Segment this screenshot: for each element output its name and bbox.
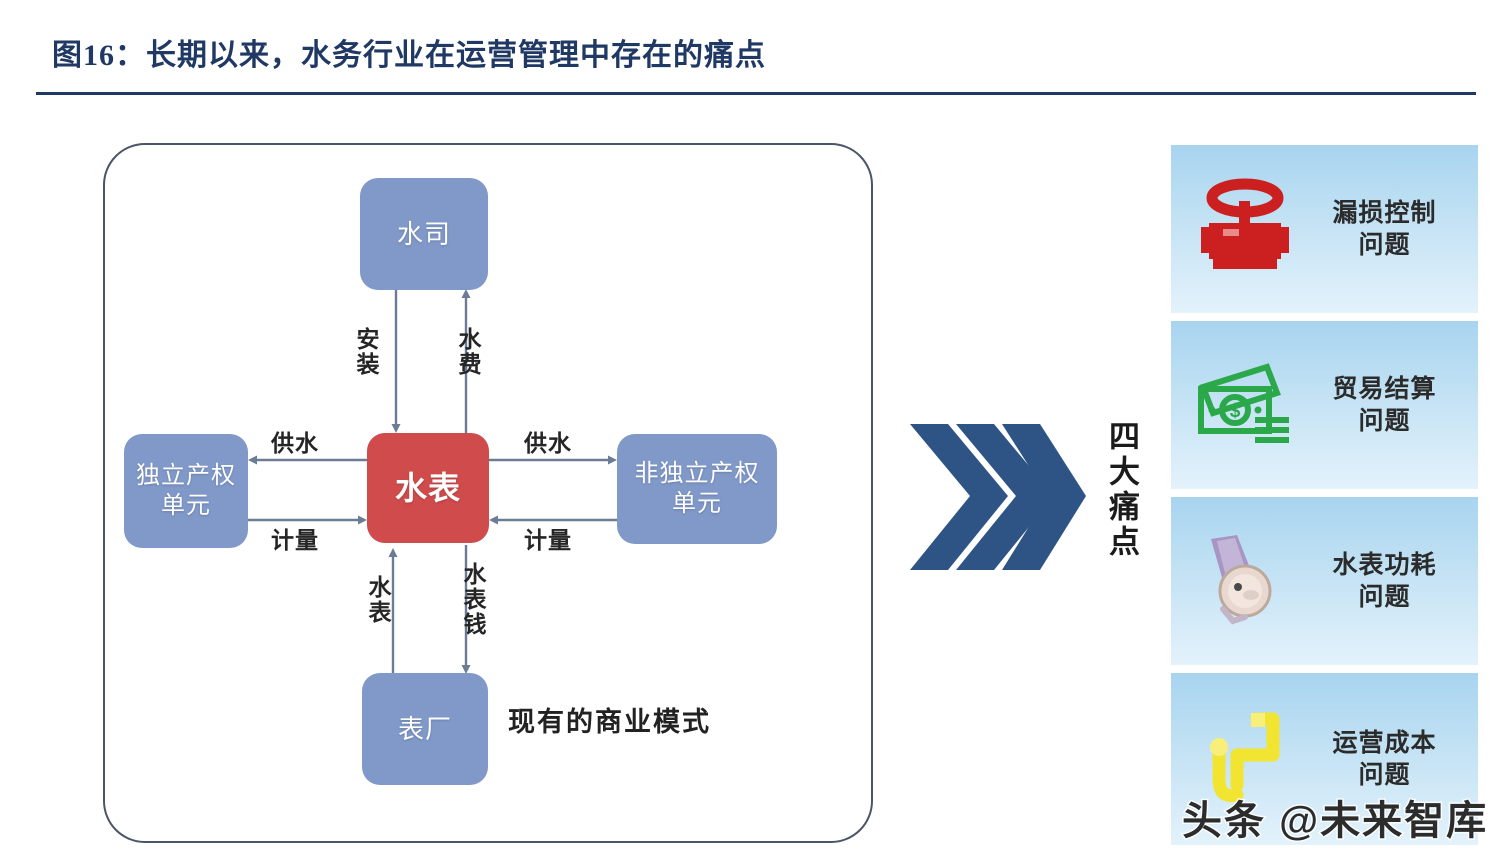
diagram-node-meter-factory[interactable]: 表厂 (362, 673, 488, 785)
pain-point-label: 运营成本 问题 (1301, 727, 1478, 792)
edge-label-meter-money: 水表钱 (460, 562, 486, 637)
edge-label-supply-right: 供水 (524, 430, 572, 456)
diagram-node-water-company[interactable]: 水司 (360, 178, 488, 290)
four-pain-points-label: 四大痛点 (1104, 420, 1139, 560)
pain-point-card-settlement[interactable]: $ 贸易结算 问题 (1171, 321, 1478, 489)
figure-header: 图16：长期以来，水务行业在运营管理中存在的痛点 (0, 0, 1512, 96)
card-title-line1: 漏损控制 (1332, 198, 1437, 227)
svg-text:$: $ (1230, 401, 1241, 422)
node-label-line2: 单元 (161, 492, 211, 519)
edge-label-supply-left: 供水 (271, 430, 319, 456)
red-valve-icon (1189, 173, 1301, 285)
node-label-line1: 独立产权 (136, 462, 236, 489)
diagram-node-water-meter[interactable]: 水表 (367, 433, 489, 543)
pain-point-label: 贸易结算 问题 (1301, 373, 1478, 438)
pain-point-cards: 漏损控制 问题 $ 贸易结算 问题 (1171, 145, 1478, 845)
chevron-2-icon (956, 424, 1054, 570)
card-title-line1: 运营成本 (1332, 728, 1437, 757)
edge-label-meter-up: 水表 (365, 575, 391, 625)
title-divider (36, 92, 1476, 95)
card-title-line2: 问题 (1358, 231, 1411, 259)
yellow-pipe-icon (1189, 703, 1301, 815)
edge-label-install: 安装 (353, 327, 379, 377)
chevron-arrows-group (908, 418, 1088, 578)
card-title-line2: 问题 (1358, 583, 1411, 611)
pain-point-label: 漏损控制 问题 (1301, 197, 1478, 262)
green-banknote-icon: $ (1189, 349, 1301, 461)
edge-label-metering-right: 计量 (524, 527, 572, 553)
pain-point-card-power[interactable]: 水表功耗 问题 (1171, 497, 1478, 665)
card-title-line2: 问题 (1358, 761, 1411, 789)
card-title-line1: 贸易结算 (1332, 374, 1437, 403)
pain-point-card-leakage[interactable]: 漏损控制 问题 (1171, 145, 1478, 313)
edge-label-metering-left: 计量 (271, 527, 319, 553)
page-title: 图16：长期以来，水务行业在运营管理中存在的痛点 (52, 39, 766, 72)
card-title-line2: 问题 (1358, 407, 1411, 435)
diagram-node-independent-unit[interactable]: 独立产权 单元 (124, 434, 248, 548)
watermark: 头条 @未来智库 (1180, 798, 1489, 845)
diagram-node-nonindependent-unit[interactable]: 非独立产权 单元 (617, 434, 777, 544)
pain-point-card-cost[interactable]: 运营成本 问题 (1171, 673, 1478, 845)
edge-label-water-fee: 水费 (455, 327, 481, 377)
chevron-1-icon (910, 424, 1008, 570)
pain-point-label: 水表功耗 问题 (1301, 549, 1478, 614)
chevron-3-icon (1002, 424, 1086, 570)
node-label-line1: 非独立产权 (634, 460, 760, 487)
water-meter-photo-icon (1189, 525, 1301, 637)
diagram-caption: 现有的商业模式 (508, 707, 711, 737)
node-label-line2: 单元 (672, 490, 722, 517)
card-title-line1: 水表功耗 (1332, 550, 1437, 579)
